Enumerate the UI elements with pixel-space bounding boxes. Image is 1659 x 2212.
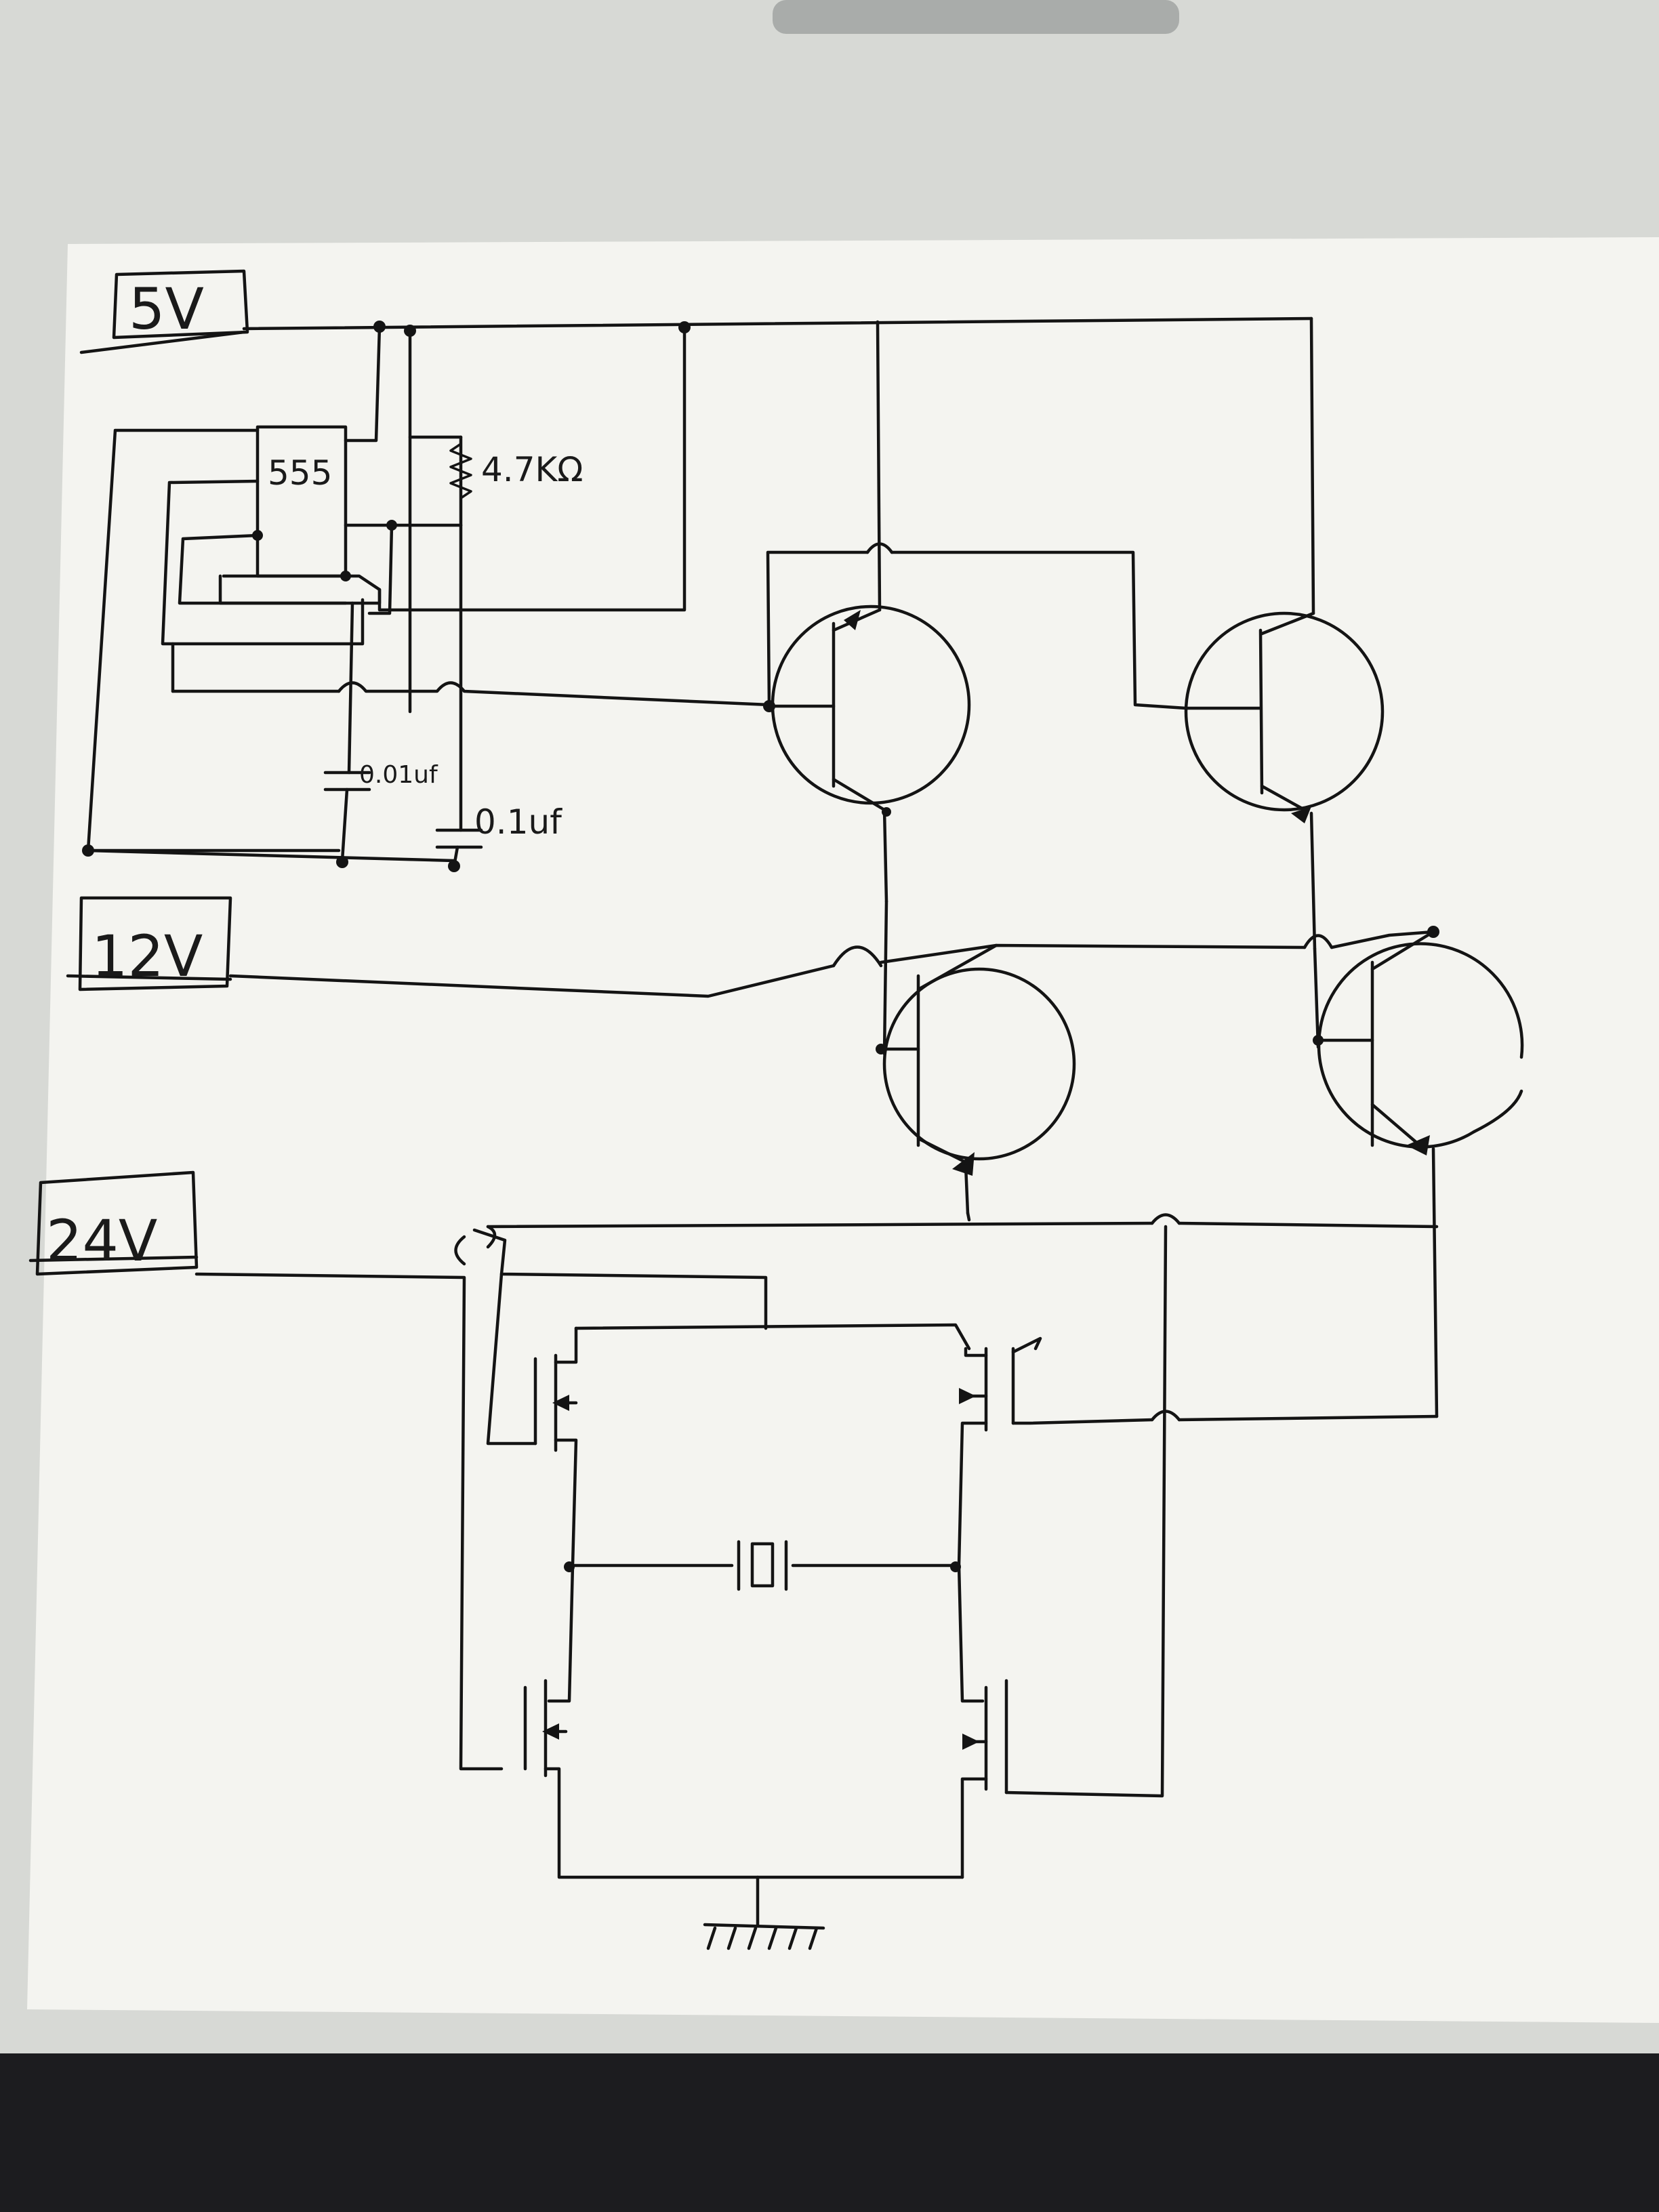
ground-symbol-icon: [703, 1875, 825, 1950]
crystal-load: [564, 1540, 961, 1591]
label-5v: 5V: [129, 276, 204, 342]
label-12v: 12V: [91, 923, 203, 989]
label-12v-box: 12V: [66, 896, 232, 991]
bjt-transistor-lower-right: [1313, 930, 1524, 1418]
crystal-icon: [750, 1542, 775, 1588]
bjt-transistor-icon-3: [882, 967, 1076, 1161]
timer-555: 555 4.7KΩ 0.01uf: [82, 325, 771, 872]
rail-24v: [194, 1211, 1439, 1771]
cap-timing-label: 0.01uf: [359, 761, 438, 789]
h-bridge: [523, 1225, 1439, 1950]
resistor-label: 4.7KΩ: [481, 450, 583, 489]
bjt-transistor-icon-4: [1317, 942, 1524, 1149]
rail-5v: [242, 316, 1315, 615]
label-24v: 24V: [46, 1208, 157, 1274]
timer-ic-label: 555: [268, 453, 332, 493]
mosfet-upper-right: [957, 1336, 1439, 1568]
paper-sheet: [27, 237, 1659, 2023]
mosfet-upper-left: [533, 1326, 578, 1568]
resistor-icon: [449, 443, 472, 499]
label-5v-box: 5V: [79, 269, 249, 354]
bjt-transistor-upper-left: [763, 542, 1188, 903]
mosfet-lower-right: [957, 1225, 1168, 1879]
bjt-transistor-icon-2: [1184, 611, 1385, 812]
bjt-transistor-lower-left: [876, 943, 1076, 1215]
label-24v-box: 24V: [28, 1170, 199, 1276]
bjt-transistor-upper-right: [1184, 611, 1385, 951]
camera-notch: [773, 0, 1179, 34]
cap-control-label: 0.1uf: [474, 802, 562, 842]
mosfet-lower-left: [523, 1563, 964, 1879]
